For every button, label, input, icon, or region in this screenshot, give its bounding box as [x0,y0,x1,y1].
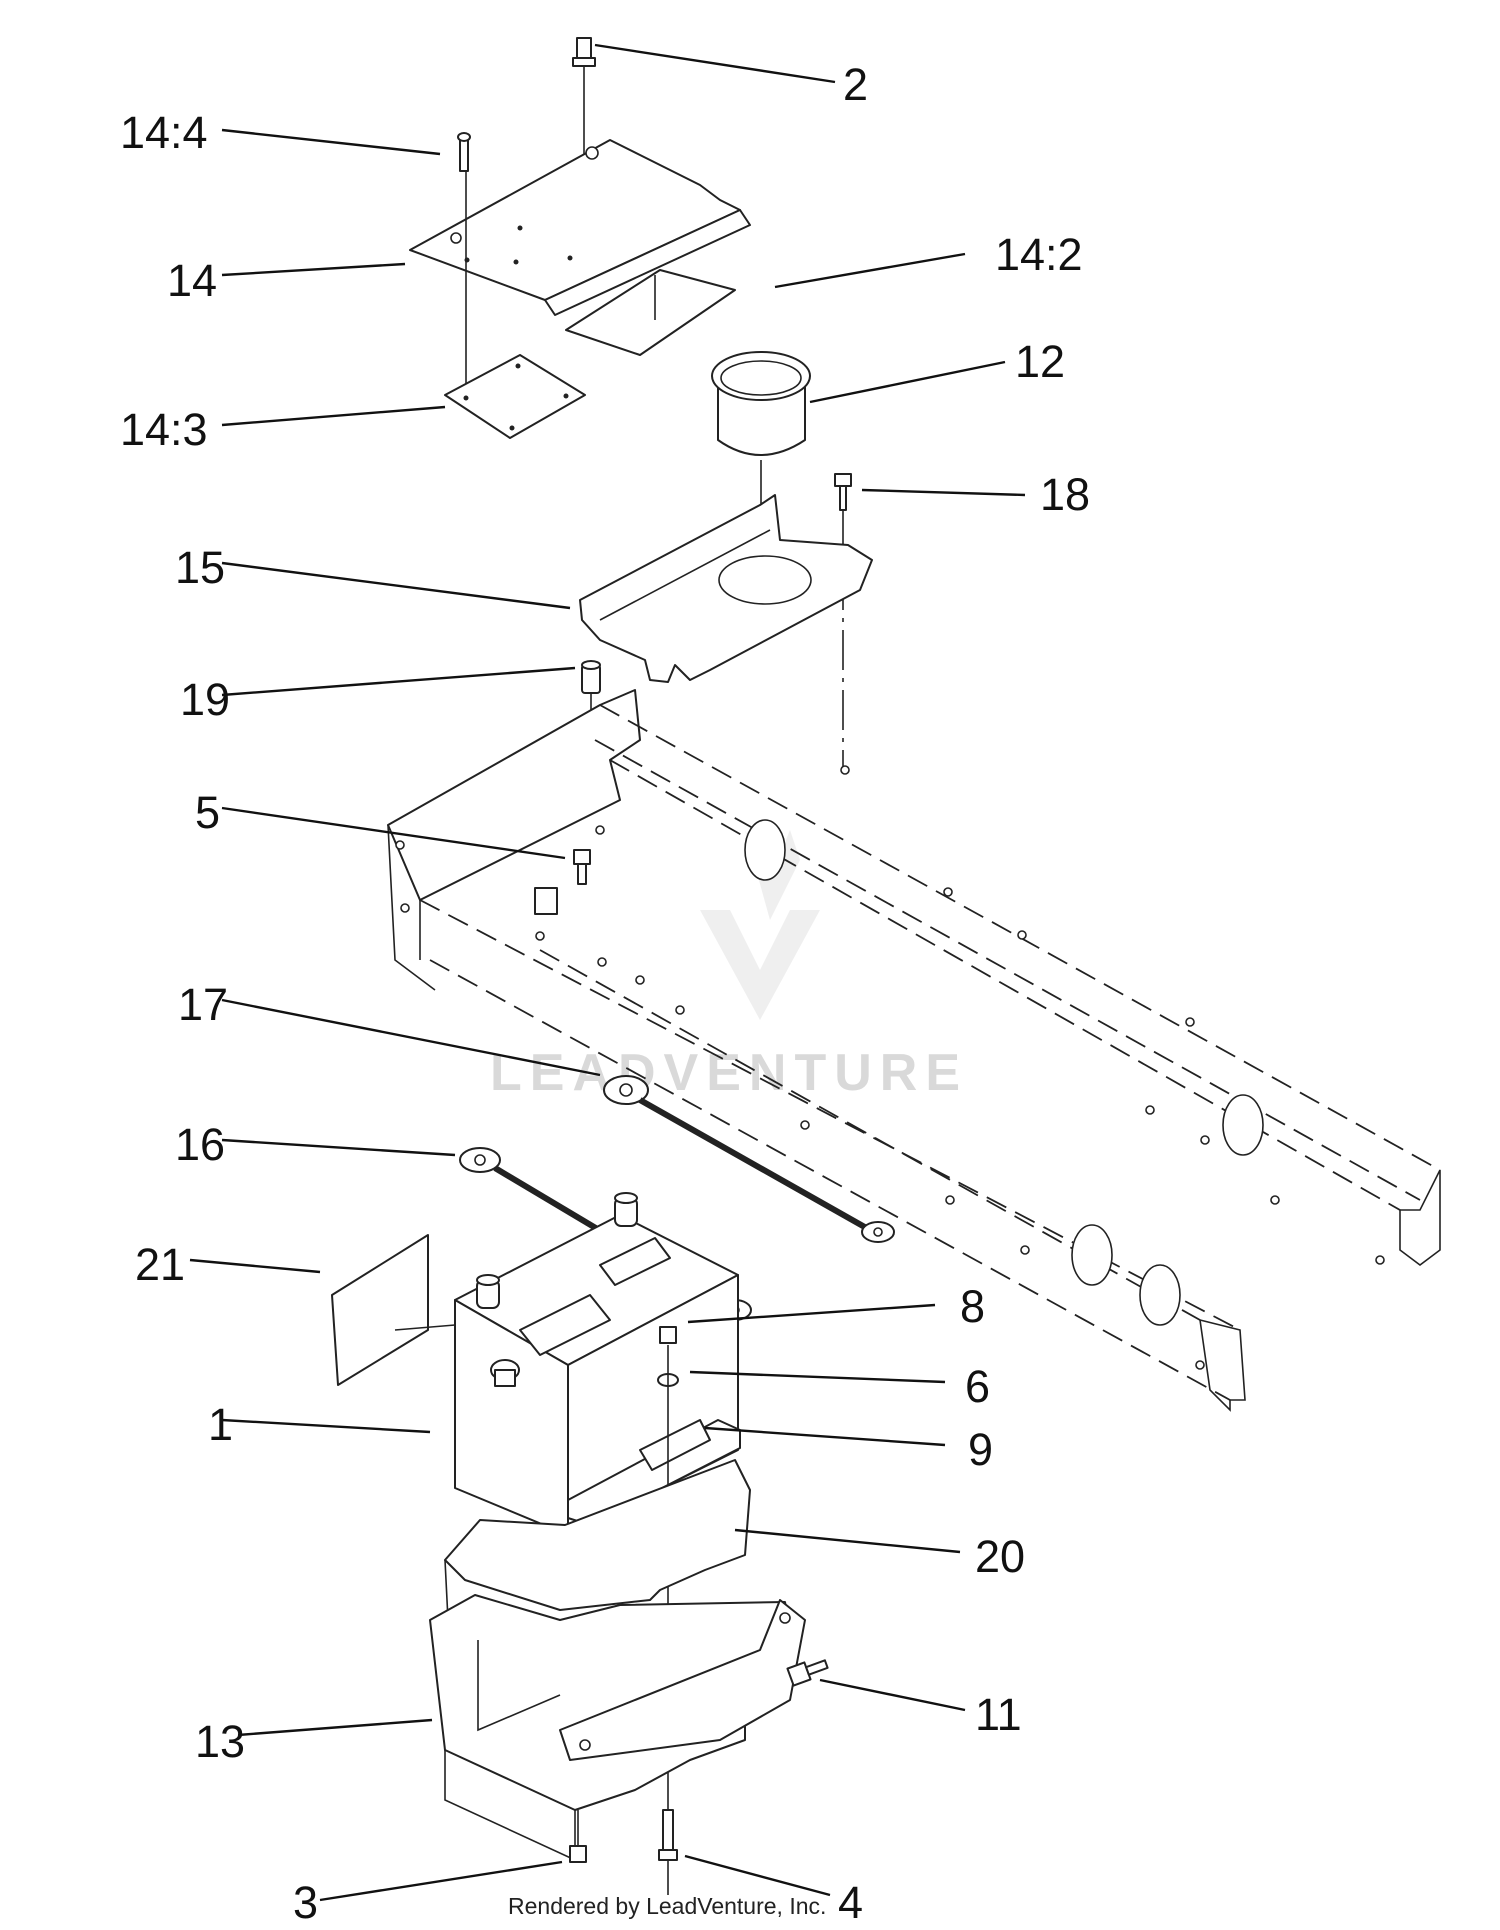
callout-20: 20 [975,1531,1025,1582]
callout-12: 12 [1015,336,1065,387]
part-18-bolt [834,473,852,770]
callout-9: 9 [968,1424,993,1475]
callout-16: 16 [175,1119,225,1170]
part-3-nut [569,1810,587,1863]
callout-11: 11 [975,1689,1022,1740]
callout-14-3: 14:3 [120,404,208,455]
part-5-bolt [573,849,591,885]
part-19-spacer [581,660,601,720]
frame-rails [387,689,1441,1412]
part-14-2-gasket [565,269,736,356]
leader-lines [189,43,1026,1902]
part-4-bolt [658,1809,678,1861]
callout-14: 14 [167,255,217,306]
callout-2: 2 [843,59,868,110]
callout-3: 3 [293,1877,318,1928]
callout-17: 17 [178,979,228,1030]
callout-labels: 2 14:4 14 14:2 14:3 12 18 15 19 5 17 16 … [120,59,1090,1928]
callout-21: 21 [135,1239,185,1290]
part-14-4-pin [457,132,471,172]
part-11-bolt [786,1659,829,1687]
part-21-label [331,1234,456,1386]
callout-13: 13 [195,1716,245,1767]
callout-18: 18 [1040,469,1090,520]
part-2-clip [572,37,596,155]
callout-14-4: 14:4 [120,107,208,158]
part-17-cable [603,1075,895,1243]
part-8-nut [659,1326,677,1344]
footer-credit: Rendered by LeadVenture, Inc. [508,1893,826,1919]
callout-6: 6 [965,1361,990,1412]
watermark-text: LEADVENTURE [490,1044,968,1102]
part-14-3-plate [444,354,586,439]
part-15-bracket [579,494,873,683]
callout-5: 5 [195,787,220,838]
callout-4: 4 [838,1877,863,1928]
callout-1: 1 [208,1399,233,1450]
callout-14-2: 14:2 [995,229,1083,280]
callout-15: 15 [175,542,225,593]
callout-19: 19 [180,674,230,725]
part-13-battery-box [429,1594,806,1862]
part-14-cover-plate [409,139,751,398]
part-9-hold-down [567,1419,741,1526]
callout-8: 8 [960,1281,985,1332]
